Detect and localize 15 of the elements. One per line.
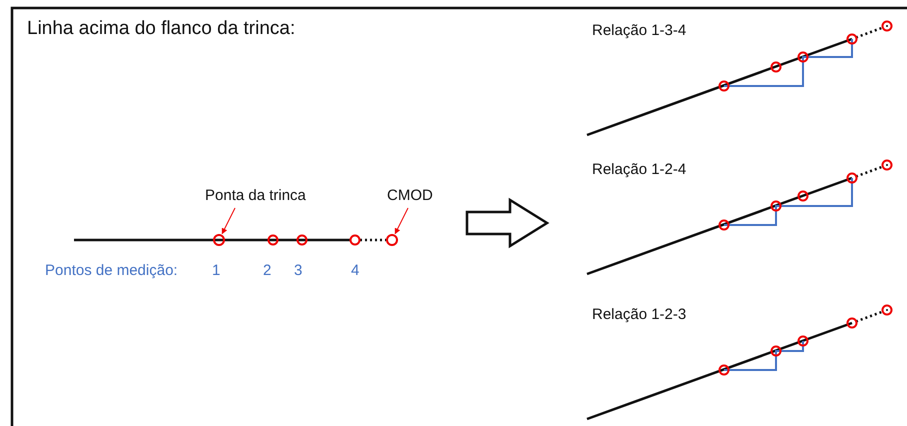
point-number: 2 [263, 262, 272, 280]
point-number: 1 [212, 262, 220, 280]
panel-title: Relação 1-3-4 [592, 22, 686, 40]
measurement-point [213, 234, 225, 246]
measurement-point [386, 234, 398, 246]
leader-arrow [394, 208, 408, 234]
panel-title: Relação 1-2-4 [592, 161, 686, 179]
callout-text: CMOD [387, 187, 433, 205]
point-number: 3 [294, 262, 302, 280]
leader-arrow [222, 208, 236, 234]
callout-text: Ponta da trinca [205, 187, 306, 205]
point-number: 4 [351, 262, 360, 280]
axis-label: Pontos de medição: [45, 262, 178, 280]
panel-title: Relação 1-2-3 [592, 306, 686, 324]
title: Linha acima do flanco da trinca: [27, 20, 296, 38]
